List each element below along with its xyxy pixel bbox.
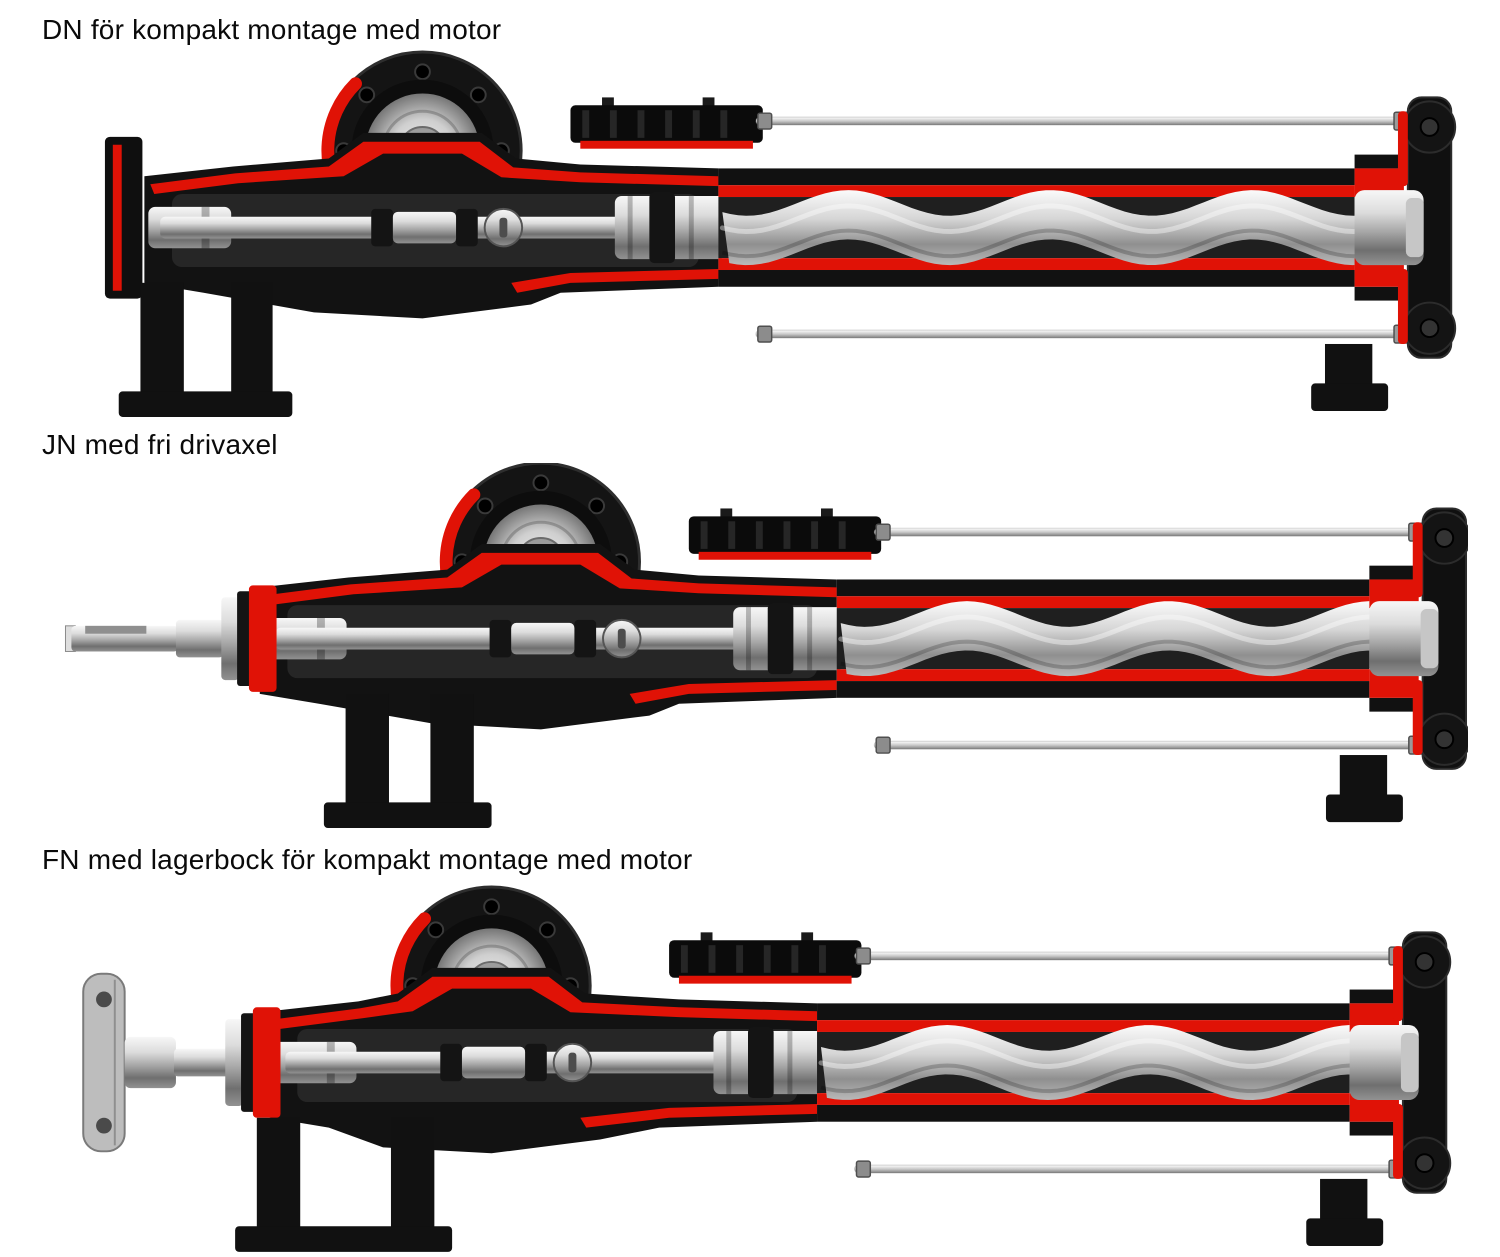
- section-label-jn: JN med fri drivaxel: [42, 429, 278, 461]
- pump-cutaway-jn-illustration: [64, 463, 1468, 829]
- pump-cutaway-fn-illustration: [82, 885, 1452, 1252]
- section-label-dn: DN för kompakt montage med motor: [42, 14, 502, 45]
- section-label-fn: FN med lagerbock för kompakt montage med…: [42, 844, 693, 876]
- pump-cutaway-dn-illustration: [104, 50, 1457, 418]
